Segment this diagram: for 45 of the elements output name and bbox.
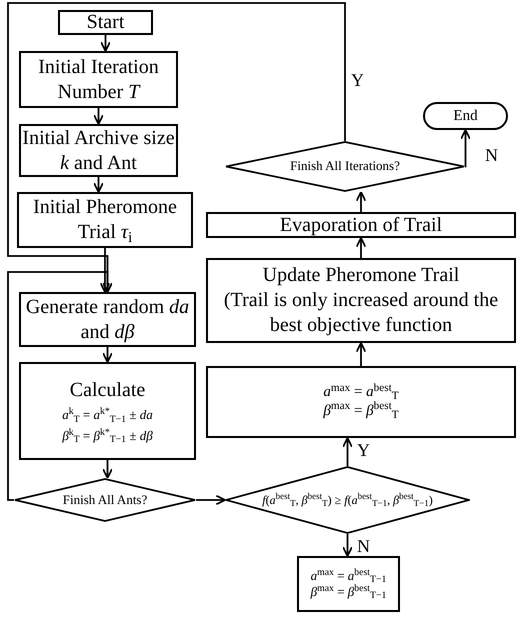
decision-diamond <box>225 466 470 534</box>
process-box <box>206 258 516 343</box>
arrow <box>102 347 113 363</box>
arrow <box>356 237 366 258</box>
node-label: Update Pheromone Trail <box>262 263 460 288</box>
node-label: Finish All Iterations? <box>290 158 400 175</box>
node-label: Evaporation of Trail <box>280 212 442 238</box>
arrow <box>100 248 110 293</box>
arrow <box>342 437 353 466</box>
start-box <box>58 10 153 35</box>
arrow <box>100 35 111 52</box>
node-label: Initial Pheromone Trial τ$_{i}$ <box>32 195 178 245</box>
process-box <box>206 366 516 438</box>
process-box <box>206 212 516 238</box>
process-box <box>19 362 196 460</box>
arrow <box>356 342 366 366</box>
arrow <box>460 129 471 168</box>
edge-label: Y <box>350 71 365 89</box>
edge-label: N <box>484 146 499 164</box>
arrow <box>342 534 353 557</box>
decision-diamond <box>225 141 465 192</box>
node-label: Start <box>86 10 124 35</box>
arrow <box>196 494 226 506</box>
arrow <box>356 191 366 212</box>
edge-label: N <box>356 537 371 555</box>
arrow <box>93 108 104 125</box>
arrow <box>93 177 104 193</box>
arrow <box>102 460 113 479</box>
node-label: Initial Archive size k and Ant <box>21 126 176 176</box>
node-text: β$^{k}$$_{T}$ = β$^{k*}$$_{T−1}$ ± dβ <box>62 428 153 444</box>
decision-diamond <box>14 478 196 522</box>
node-text: a$^{k}$$_{T}$ = a$^{k*}$$_{T−1}$ ± da <box>62 407 153 424</box>
node-label: Finish All Ants? <box>62 492 148 508</box>
node-label: End <box>453 106 478 126</box>
edge-label: Y <box>356 441 371 459</box>
end-terminal <box>423 102 508 130</box>
node-label: Initial Iteration Number T <box>37 54 160 104</box>
node-label: f(a$^{best}$$_{T}$, β$^{best}$$_{T}$) ≥ f(a$^{best}$$_{T−1}$, β$^{best}$$_{T−1}$) <box>262 492 433 508</box>
process-box <box>17 192 193 248</box>
node-label: Calculate <box>70 378 146 404</box>
arrow <box>7 2 346 293</box>
process-box <box>19 51 178 108</box>
process-box <box>297 556 400 612</box>
node-text: (Trail is only increased around the best objective function <box>222 288 500 338</box>
node-label: Generate random da and dβ <box>24 294 190 344</box>
